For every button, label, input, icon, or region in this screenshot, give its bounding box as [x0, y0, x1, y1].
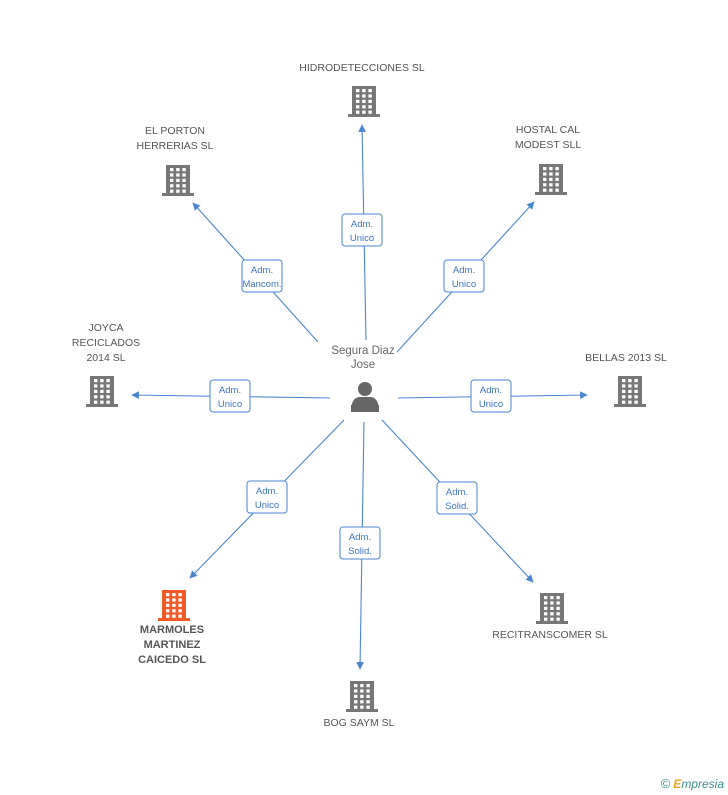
role-badge-hidrodetecciones[interactable]: Adm. Unico [341, 213, 383, 247]
company-label-joyca[interactable]: JOYCA RECICLADOS 2014 SL [72, 322, 140, 364]
company-name-line: MODEST SLL [515, 139, 581, 151]
role-text: Solid. [348, 546, 372, 557]
role-text: Unico [255, 500, 279, 511]
company-name-line: MARMOLES [140, 624, 204, 636]
company-name-line: MARTINEZ [144, 639, 201, 651]
company-label-el-porton[interactable]: EL PORTON HERRERIAS SL [136, 125, 213, 152]
company-label-marmoles[interactable]: MARMOLES MARTINEZ CAICEDO SL [138, 624, 206, 666]
role-text: Adm. [349, 532, 371, 543]
role-text: Adm. [480, 385, 502, 396]
person-icon [351, 382, 379, 412]
brand-name: mpresia [681, 777, 724, 791]
company-name-line: HOSTAL CAL [516, 124, 580, 136]
building-icon-recitranscomer[interactable] [536, 593, 568, 624]
person-name-line: Jose [351, 359, 375, 371]
footer-brand[interactable]: ©Empresia [661, 776, 724, 791]
company-name-line: RECITRANSCOMER SL [492, 629, 608, 641]
company-name-line: EL PORTON [145, 125, 205, 137]
company-name-line: RECICLADOS [72, 337, 140, 349]
role-badge-joyca[interactable]: Adm. Unico [209, 379, 251, 413]
role-badge-marmoles[interactable]: Adm. Unico [246, 480, 288, 514]
company-label-bog-saym[interactable]: BOG SAYM SL [324, 717, 395, 729]
role-text: Adm. [256, 486, 278, 497]
role-text: Adm. [453, 265, 475, 276]
role-text: Mancom. [242, 279, 281, 290]
company-name-line: BOG SAYM SL [324, 717, 395, 729]
copyright-symbol: © [660, 776, 671, 791]
role-text: Adm. [219, 385, 241, 396]
company-label-bellas[interactable]: BELLAS 2013 SL [585, 352, 667, 364]
role-text: Solid. [445, 501, 469, 512]
building-icon-hostal-cal[interactable] [535, 164, 567, 195]
role-badge-recitranscomer[interactable]: Adm. Solid. [436, 481, 478, 515]
company-label-recitranscomer[interactable]: RECITRANSCOMER SL [492, 629, 608, 641]
building-icon-joyca[interactable] [86, 376, 118, 407]
role-text: Unico [218, 399, 242, 410]
role-badge-el-porton[interactable]: Adm. Mancom. [241, 259, 283, 293]
company-name-line: CAICEDO SL [138, 654, 206, 666]
company-label-hidrodetecciones[interactable]: HIDRODETECCIONES SL [299, 62, 425, 74]
role-text: Adm. [446, 487, 468, 498]
role-badge-bog-saym[interactable]: Adm. Solid. [339, 526, 381, 560]
role-text: Adm. [351, 219, 373, 230]
role-badge-hostal-cal[interactable]: Adm. Unico [443, 259, 485, 293]
company-name-line: HERRERIAS SL [136, 140, 213, 152]
company-name-line: JOYCA [88, 322, 123, 334]
role-text: Adm. [251, 265, 273, 276]
building-icon-bog-saym[interactable] [346, 681, 378, 712]
person-name-line: Segura Diaz [331, 345, 395, 357]
role-text: Unico [479, 399, 503, 410]
company-label-hostal-cal[interactable]: HOSTAL CAL MODEST SLL [515, 124, 581, 151]
company-name-line: 2014 SL [86, 352, 125, 364]
building-icon-marmoles[interactable] [158, 590, 190, 621]
role-badge-bellas[interactable]: Adm. Unico [470, 379, 512, 413]
building-icon-hidrodetecciones[interactable] [348, 86, 380, 117]
role-text: Unico [350, 233, 374, 244]
company-name-line: BELLAS 2013 SL [585, 352, 667, 364]
brand-initial: E [673, 777, 682, 791]
company-name-line: HIDRODETECCIONES SL [299, 62, 425, 74]
role-text: Unico [452, 279, 476, 290]
building-icon-el-porton[interactable] [162, 165, 194, 196]
building-icon-bellas[interactable] [614, 376, 646, 407]
